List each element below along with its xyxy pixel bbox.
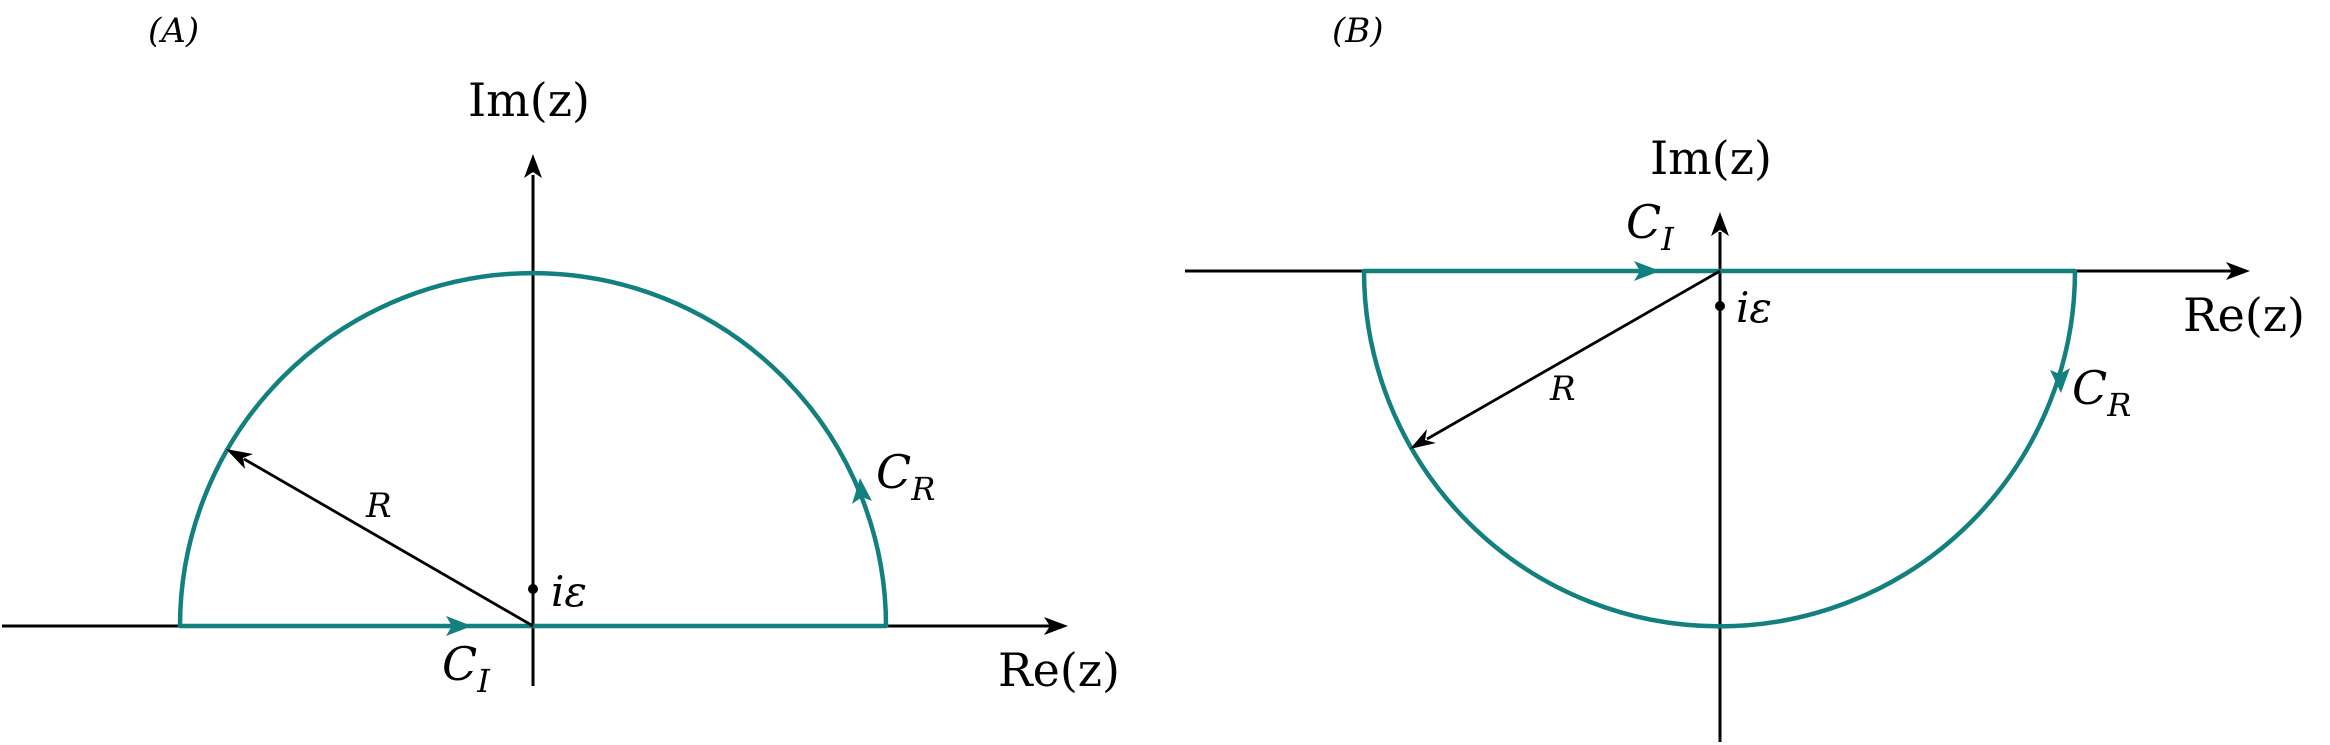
panel-b-arc-arrow [2050, 368, 2070, 393]
panel-a-arc-label: CR [876, 445, 935, 508]
panel-a-radius-arrow [226, 449, 253, 469]
panel-b-arc-letter: C [2072, 361, 2107, 415]
panel-a-arc-sub: R [910, 470, 935, 508]
panel-b-segment-arrow [1634, 261, 1660, 281]
panel-a-pole-point [528, 584, 538, 594]
panel-a-segment-label: CI [442, 637, 491, 700]
panel-a-radius-line [243, 457, 534, 628]
panel-a-real-label: Re(z) [998, 643, 1120, 697]
panel-a-real-axis-arrow [1044, 617, 1068, 635]
panel-b-segment-sub: I [1660, 220, 1675, 258]
panel-b-tag: (B) [1332, 11, 1384, 51]
panel-b-pole-point [1715, 301, 1725, 311]
panel-b-radius-line [1426, 269, 1721, 441]
panel-b-segment-label: CI [1626, 195, 1675, 258]
panel-b-imag-label: Im(z) [1650, 131, 1772, 185]
panel-a-pole-label: iε [551, 567, 587, 616]
panel-b-real-axis-arrow [2226, 262, 2250, 280]
panel-b-contour [1361, 268, 2078, 629]
panel-a-arc-letter: C [876, 445, 911, 499]
panel-a-segment-letter: C [442, 637, 477, 691]
panel-b-arc-label: CR [2072, 361, 2131, 424]
panel-a-segment-arrow [446, 616, 472, 636]
panel-b-imag-axis-arrow [1711, 212, 1729, 236]
panel-b-pole-label: iε [1736, 283, 1772, 332]
panel-a-radius-label: R [365, 486, 392, 526]
panel-a-contour [177, 270, 889, 629]
panel-a-imag-label: Im(z) [468, 73, 590, 127]
panel-a: (A) Im(z) Re(z) R iε CI CR [2, 11, 1120, 700]
panel-a-imag-axis-arrow [524, 154, 542, 178]
panel-b-segment-letter: C [1626, 195, 1661, 249]
panel-b-radius-arrow [1410, 429, 1436, 449]
panel-a-tag: (A) [148, 11, 199, 51]
panel-a-segment-sub: I [476, 662, 491, 700]
panel-b-arc-sub: R [2106, 386, 2131, 424]
panel-b-real-label: Re(z) [2183, 288, 2305, 342]
panel-b: (B) Im(z) Re(z) R iε CI CR [1185, 11, 2305, 742]
panel-a-arc-arrow [852, 478, 872, 504]
panel-b-radius-label: R [1549, 369, 1576, 409]
